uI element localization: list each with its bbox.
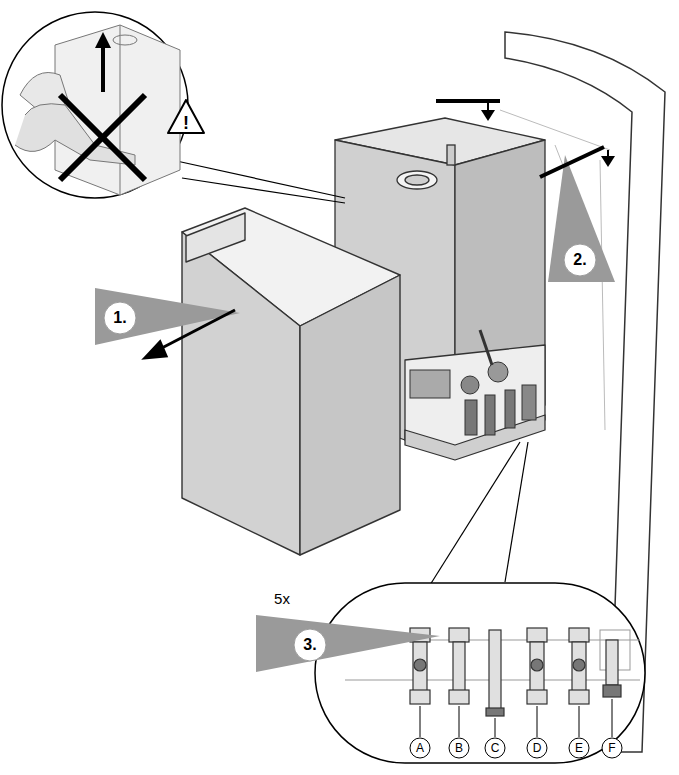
callout-number: 3. [303,637,316,653]
connection-letter: E [575,742,583,754]
connection-letter: F [608,742,615,754]
connection-letter: D [533,742,542,754]
quantity-label: 5x [274,591,290,606]
warning-symbol: ! [183,114,189,132]
connection-letter: A [416,742,424,754]
connection-letter: B [455,742,463,754]
callout-number: 2. [573,252,586,268]
callout-number: 1. [113,310,126,326]
connection-letter: C [491,742,500,754]
